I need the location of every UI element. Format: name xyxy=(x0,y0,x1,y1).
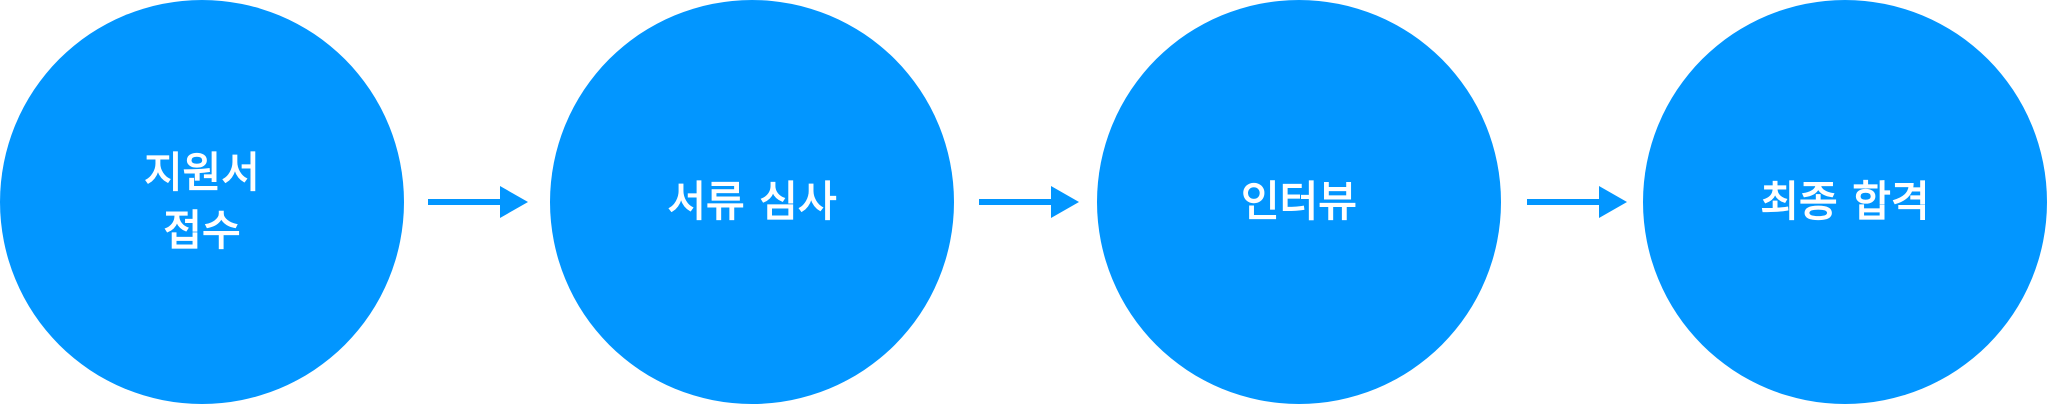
step-interview: 인터뷰 xyxy=(1097,0,1501,404)
step-label: 인터뷰 xyxy=(1241,177,1357,226)
step-label: 지원서 접수 xyxy=(144,148,260,255)
step-label: 최종 합격 xyxy=(1760,177,1930,226)
arrow-right-icon xyxy=(979,186,1079,218)
arrow-right-icon xyxy=(1527,186,1627,218)
step-final-acceptance: 최종 합격 xyxy=(1643,0,2047,404)
step-document-review: 서류 심사 xyxy=(550,0,954,404)
step-application-submission: 지원서 접수 xyxy=(0,0,404,404)
arrow-right-icon xyxy=(428,186,528,218)
step-label: 서류 심사 xyxy=(667,177,837,226)
